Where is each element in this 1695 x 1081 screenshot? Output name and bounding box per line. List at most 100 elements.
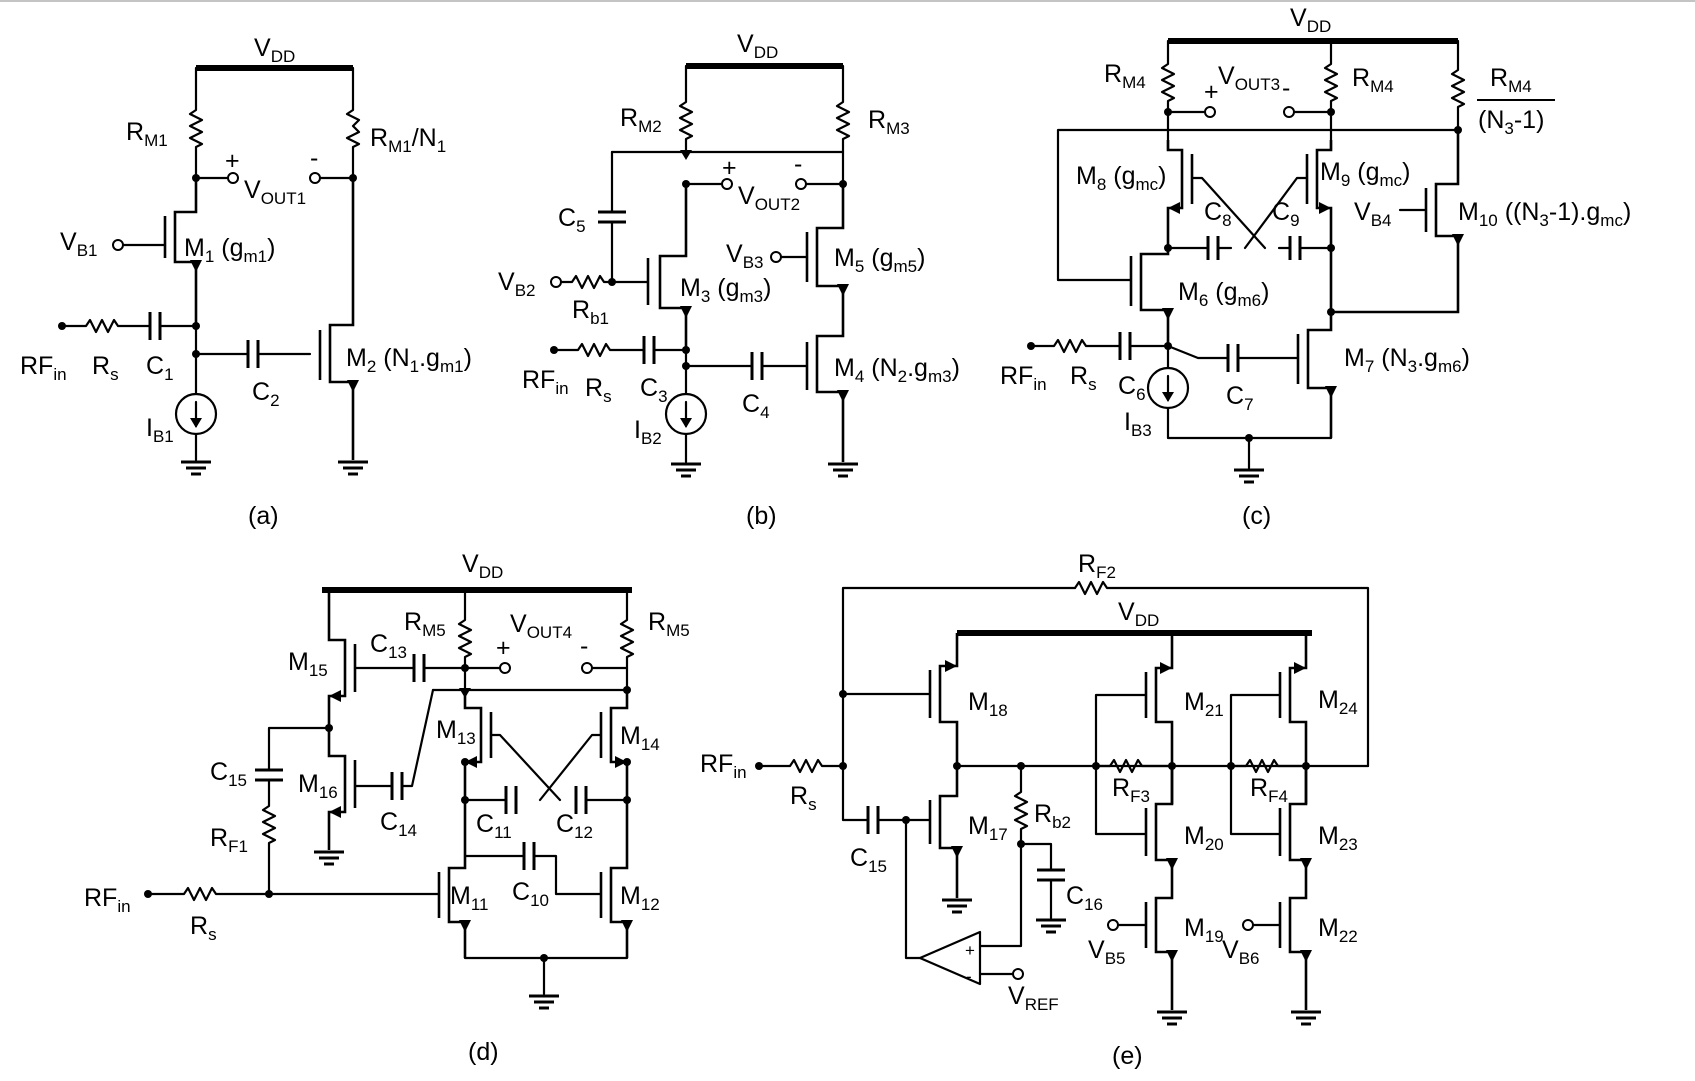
resistor-rf3 (1094, 758, 1174, 774)
label-opamp-plus: + (965, 941, 975, 960)
label-vout1-minus: - (310, 144, 318, 172)
label-c14: C14 (380, 808, 417, 840)
label-m17: M17 (968, 812, 1008, 844)
vb1-terminal (112, 239, 124, 251)
label-c15-d: C15 (210, 758, 247, 790)
label-vdd-c: VDD (1290, 4, 1331, 36)
resistor-rm1 (188, 66, 204, 180)
label-vb6: VB6 (1222, 936, 1259, 968)
vout1-minus-terminal (309, 172, 321, 184)
label-rs-a: Rs (92, 352, 119, 384)
transistor-m1 (173, 178, 198, 324)
label-vout4-plus: + (496, 634, 511, 662)
label-m2: M2 (N1.gm1) (346, 344, 472, 376)
label-vout3-plus: + (1204, 78, 1219, 106)
label-vb4: VB4 (1354, 198, 1391, 230)
caption-e: (e) (1112, 1042, 1143, 1070)
resistor-rs-a (60, 318, 152, 334)
label-m4: M4 (N2.gm3) (834, 354, 960, 386)
label-m6: M6 (gm6) (1178, 278, 1269, 310)
label-vdd-a: VDD (254, 34, 295, 66)
label-c3: C3 (640, 374, 668, 406)
label-m5: M5 (gm5) (834, 244, 925, 276)
label-vb1: VB1 (60, 228, 97, 260)
resistor-rm5-left (457, 588, 473, 692)
label-vdd-d: VDD (462, 550, 503, 582)
label-c9: C9 (1272, 198, 1300, 230)
resistor-rm4-left (1160, 39, 1176, 114)
label-rm4-left: RM4 (1104, 60, 1146, 92)
vb3-terminal (770, 251, 782, 263)
label-rm1: RM1 (126, 118, 168, 150)
label-vout2-minus: - (794, 150, 802, 178)
resistor-rb2 (1013, 764, 1029, 846)
label-c12: C12 (556, 810, 593, 842)
resistor-rs-b (552, 342, 646, 358)
transistor-m18 (938, 633, 959, 766)
transistor-m6 (1139, 248, 1170, 346)
label-vout4-minus: - (580, 632, 588, 660)
label-m20: M20 (1184, 822, 1224, 854)
transistor-m14 (609, 690, 629, 800)
label-m15: M15 (288, 648, 328, 680)
label-rm2: RM2 (620, 104, 662, 136)
resistor-rs-d (146, 886, 271, 902)
label-m10: M10 ((N3-1).gmc) (1458, 198, 1631, 230)
label-c5: C5 (558, 204, 586, 236)
panel-d (144, 587, 635, 1010)
label-c8: C8 (1204, 198, 1232, 230)
label-c15-e: C15 (850, 844, 887, 876)
transistor-m16 (327, 728, 347, 850)
resistor-rm2 (678, 64, 694, 154)
label-rf2: RF2 (1078, 550, 1116, 582)
label-c16: C16 (1066, 882, 1103, 914)
label-m12: M12 (620, 882, 660, 914)
label-m19: M19 (1184, 914, 1224, 946)
label-vdd-e: VDD (1118, 598, 1159, 630)
label-rfin-d: RFin (84, 884, 131, 916)
label-m18: M18 (968, 688, 1008, 720)
caption-a: (a) (248, 502, 279, 530)
label-ib2: IB2 (634, 416, 662, 448)
transistor-m12 (609, 800, 629, 958)
transistor-m8 (1166, 140, 1184, 248)
label-m7: M7 (N3.gm6) (1344, 344, 1470, 376)
label-rfin-c: RFin (1000, 362, 1047, 394)
label-ib1: IB1 (146, 414, 174, 446)
resistor-rm5-right (619, 588, 635, 692)
resistor-rb1 (559, 274, 650, 290)
label-c1: C1 (146, 352, 174, 384)
label-rf4: RF4 (1250, 774, 1288, 806)
label-m8: M8 (gmc) (1076, 162, 1166, 194)
label-rf1: RF1 (210, 824, 248, 856)
opamp (918, 930, 982, 986)
vout1-plus-terminal (227, 172, 239, 184)
label-m9: M9 (gmc) (1320, 158, 1410, 190)
transistor-m9 (1315, 140, 1333, 248)
label-rfin-e: RFin (700, 750, 747, 782)
transistor-m7 (1306, 248, 1333, 438)
transistor-m15 (327, 590, 347, 728)
label-m24: M24 (1318, 686, 1358, 718)
label-vout2-plus: + (722, 154, 737, 182)
transistor-m17 (938, 766, 959, 898)
resistor-rf4 (1229, 758, 1308, 774)
label-m21: M21 (1184, 688, 1224, 720)
transistor-m5-m4-stack (815, 184, 845, 462)
label-vb2: VB2 (498, 268, 535, 300)
label-rs-b: Rs (585, 374, 612, 406)
resistor-rs-c (1029, 338, 1122, 354)
caption-d: (d) (468, 1038, 499, 1066)
label-rf3: RF3 (1112, 774, 1150, 806)
label-ib3: IB3 (1124, 408, 1152, 440)
transistor-m23-m22-stack (1288, 766, 1308, 1010)
label-vref: VREF (1008, 982, 1059, 1014)
label-rm5-left: RM5 (404, 608, 446, 640)
label-vout1: VOUT1 (244, 176, 306, 208)
label-rb1: Rb1 (572, 296, 609, 328)
transistor-m20-m19-stack (1154, 766, 1174, 1010)
label-m13: M13 (436, 716, 476, 748)
resistor-rm3 (835, 64, 851, 186)
vb5-terminal (1107, 919, 1119, 931)
transistor-m21 (1154, 633, 1174, 804)
